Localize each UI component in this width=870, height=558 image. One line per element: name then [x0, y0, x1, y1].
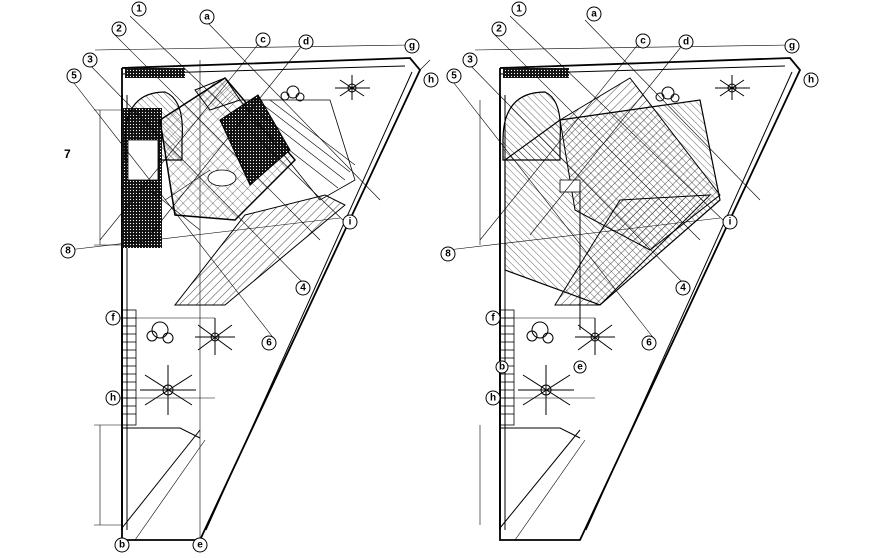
grid-bubble-h-left: h [105, 390, 121, 406]
svg-text:d: d [683, 37, 689, 48]
hedge [125, 68, 185, 78]
shrub-icon [526, 321, 554, 344]
svg-text:c: c [640, 36, 646, 47]
svg-text:2: 2 [496, 24, 502, 35]
svg-text:e: e [197, 540, 203, 551]
grid-bubble-h-top: h [423, 72, 439, 88]
svg-text:g: g [409, 41, 415, 52]
tree-icon [195, 318, 235, 355]
boundary-inner-line [205, 71, 413, 531]
grid-bubble-b: b [495, 360, 509, 374]
grid-bubble-4: 4 [675, 280, 691, 296]
stairs [121, 309, 137, 426]
svg-text:4: 4 [300, 283, 306, 294]
grid-bubble-e: e [192, 537, 208, 553]
svg-text:i: i [349, 217, 352, 228]
tree-icon [715, 75, 750, 100]
grid-bubble-g: g [404, 38, 420, 54]
tree-icon [335, 75, 370, 100]
right-plan: 1 2 3 5 a c d g h i 4 6 f h b e 8 [440, 1, 819, 541]
svg-text:1: 1 [516, 4, 522, 15]
svg-text:h: h [808, 75, 814, 86]
grid-bubble-f: f [485, 310, 501, 326]
shrub-icon [655, 86, 680, 103]
tree-icon [518, 365, 574, 415]
grid-bubble-4: 4 [295, 280, 311, 296]
grid-bubble-3: 3 [462, 52, 478, 68]
grid-bubble-i: i [342, 214, 358, 230]
svg-text:d: d [303, 37, 309, 48]
grid-bubble-c: c [635, 33, 651, 49]
svg-text:5: 5 [71, 71, 77, 82]
grid-bubble-d: d [298, 34, 314, 50]
grid-bubble-i: i [722, 214, 738, 230]
svg-text:a: a [204, 12, 210, 23]
svg-text:3: 3 [467, 55, 473, 66]
grid-bubble-5: 5 [446, 68, 462, 84]
svg-text:f: f [491, 313, 495, 324]
grid-bubble-5: 5 [66, 68, 82, 84]
svg-text:4: 4 [680, 283, 686, 294]
svg-text:h: h [490, 393, 496, 404]
hedge [503, 68, 569, 78]
tree-icon [140, 365, 196, 415]
svg-text:h: h [110, 393, 116, 404]
grid-bubble-2: 2 [111, 21, 127, 37]
grid-bubble-1: 1 [511, 1, 527, 17]
grid-bubble-f: f [105, 310, 121, 326]
svg-text:5: 5 [451, 71, 457, 82]
shrub-icon [280, 85, 305, 102]
svg-text:6: 6 [646, 338, 652, 349]
grid-bubble-a: a [199, 9, 215, 25]
grid-bubble-e: e [573, 360, 587, 374]
svg-text:6: 6 [266, 338, 272, 349]
svg-text:b: b [119, 540, 125, 551]
svg-text:i: i [729, 217, 732, 228]
svg-text:8: 8 [445, 249, 451, 260]
grid-bubble-6: 6 [261, 335, 277, 351]
grid-bubble-3: 3 [82, 52, 98, 68]
shrub-icon [146, 321, 174, 344]
svg-text:h: h [428, 75, 434, 86]
svg-text:3: 3 [87, 55, 93, 66]
svg-text:b: b [499, 362, 505, 373]
left-plan: 1 2 3 5 a c d g h i 4 6 f h b e 8 7 [60, 1, 439, 553]
svg-text:c: c [260, 35, 266, 46]
side-label: 7 [64, 147, 71, 161]
svg-text:a: a [591, 9, 597, 20]
tree-icon [575, 318, 615, 355]
svg-text:1: 1 [136, 4, 142, 15]
grid-bubble-8: 8 [440, 246, 456, 262]
grid-bubble-6: 6 [641, 335, 657, 351]
grid-bubble-b: b [114, 537, 130, 553]
grid-bubble-g: g [784, 38, 800, 54]
svg-text:e: e [577, 362, 583, 373]
grid-bubble-h-top: h [803, 72, 819, 88]
grid-bubble-2: 2 [491, 21, 507, 37]
grid-bubble-a: a [586, 6, 602, 22]
svg-text:f: f [111, 313, 115, 324]
grid-bubble-8: 8 [60, 243, 76, 259]
svg-text:g: g [789, 41, 795, 52]
grid-bubble-h-left: h [485, 390, 501, 406]
grid-bubble-d: d [678, 34, 694, 50]
grid-bubble-1: 1 [131, 1, 147, 17]
svg-text:8: 8 [65, 246, 71, 257]
svg-text:2: 2 [116, 24, 122, 35]
grid-bubble-c: c [255, 32, 271, 48]
dark-room [219, 94, 291, 186]
